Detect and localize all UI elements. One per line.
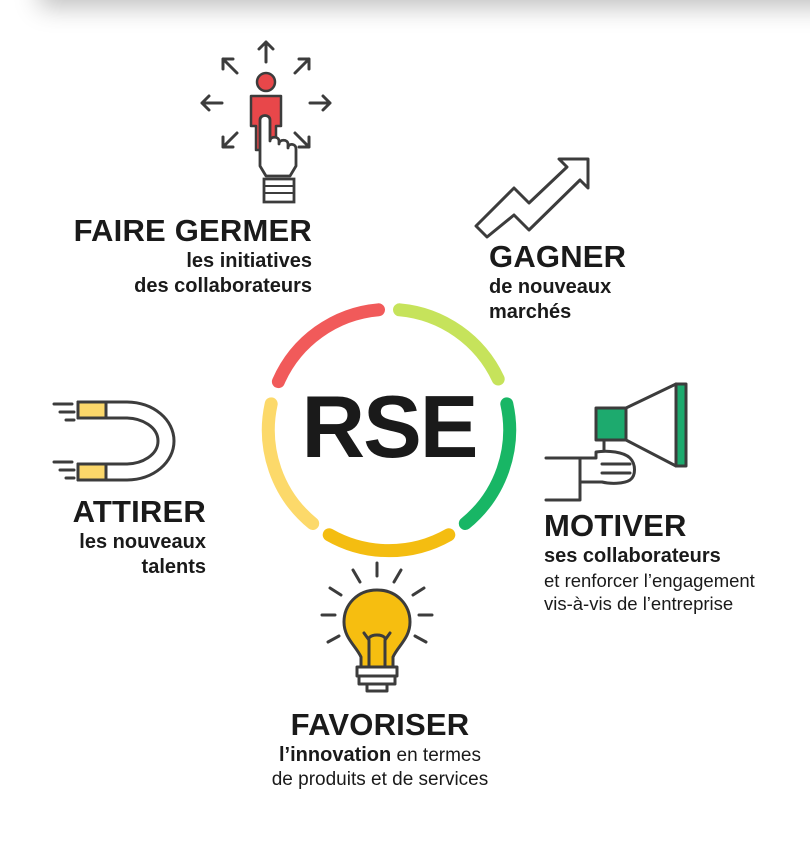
gagner-block: GAGNER de nouveaux marchés (489, 239, 719, 325)
motiver-line2: et renforcer l’engagement (544, 569, 755, 591)
lightbulb-icon (320, 561, 434, 693)
gagner-line2: marchés (489, 300, 572, 323)
motiver-block: MOTIVER ses collaborateurs et renforcer … (544, 508, 810, 615)
faire-germer-title: FAIRE GERMER (73, 213, 312, 248)
motiver-line3: vis-à-vis de l’entreprise (544, 592, 734, 614)
ring-segment-green (458, 397, 517, 530)
attirer-line1: les nouveaux (79, 530, 206, 553)
rse-center-label: RSE (301, 377, 479, 476)
favoriser-title: FAVORISER (290, 707, 470, 742)
ring-segment-yellow (322, 528, 456, 558)
ring-segment-red (271, 303, 385, 389)
megaphone-icon (544, 382, 688, 502)
rising-arrow-icon (474, 157, 590, 239)
faire-germer-block: FAIRE GERMER les initiatives des collabo… (20, 213, 312, 299)
motiver-title: MOTIVER (544, 508, 687, 543)
gagner-line1: de nouveaux (489, 275, 612, 298)
faire-germer-line1: les initiatives (186, 249, 312, 272)
ring-segment-light-yellow (261, 397, 320, 530)
magnet-icon (52, 400, 176, 482)
favoriser-line1-bold: l’innovation (279, 743, 392, 766)
attirer-line2: talents (141, 555, 206, 578)
attirer-block: ATTIRER les nouveaux talents (30, 494, 206, 580)
person-touch-icon (200, 40, 332, 204)
faire-germer-line2: des collaborateurs (134, 274, 312, 297)
ring-segment-lime (393, 303, 505, 386)
favoriser-line1-rest: en termes (391, 744, 481, 766)
motiver-line1: ses collaborateurs (544, 544, 721, 567)
favoriser-line1: l’innovation en termes (230, 743, 530, 768)
gagner-title: GAGNER (489, 239, 627, 274)
favoriser-line2: de produits et de services (271, 768, 489, 790)
attirer-title: ATTIRER (72, 494, 206, 529)
favoriser-block: FAVORISER l’innovation en termes de prod… (230, 707, 530, 791)
